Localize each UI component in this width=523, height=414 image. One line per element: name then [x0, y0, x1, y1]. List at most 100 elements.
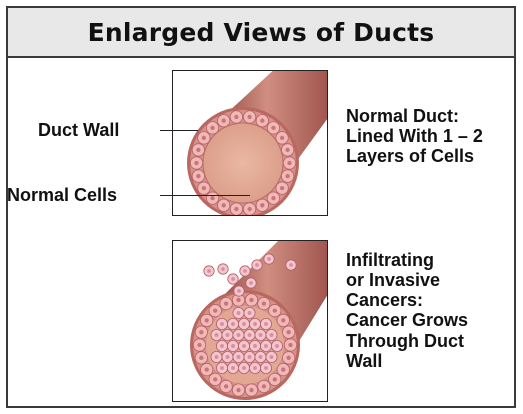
cell-nucleus [247, 207, 251, 211]
cell-nucleus [213, 377, 217, 381]
cell-nucleus [253, 322, 257, 326]
cell-nucleus [202, 136, 206, 140]
cell-nucleus [224, 301, 228, 305]
cell-nucleus [236, 298, 240, 302]
cell-nucleus [270, 355, 274, 359]
cell-nucleus [285, 148, 289, 152]
cell-nucleus [262, 301, 266, 305]
cell-nucleus [196, 148, 200, 152]
cell-nucleus [286, 330, 290, 334]
cell-nucleus [289, 263, 293, 267]
cell-nucleus [281, 367, 285, 371]
cell-nucleus [281, 318, 285, 322]
cell-nucleus [273, 308, 277, 312]
cell-nucleus [231, 366, 235, 370]
cell-nucleus [271, 196, 275, 200]
cell-nucleus [253, 344, 257, 348]
cell-nucleus [262, 384, 266, 388]
normal-cells-leader-line [160, 195, 250, 196]
cell-nucleus [286, 356, 290, 360]
cell-nucleus [220, 344, 224, 348]
cell-nucleus [224, 384, 228, 388]
invasive-cancer-caption: Infiltrating or Invasive Cancers: Cancer… [346, 250, 468, 371]
cell-nucleus [237, 311, 241, 315]
cell-nucleus [280, 186, 284, 190]
caption-line: Infiltrating [346, 250, 468, 270]
cell-nucleus [253, 366, 257, 370]
cell-nucleus [260, 203, 264, 207]
cell-nucleus [260, 119, 264, 123]
duct-lumen [203, 123, 283, 203]
normal-cells-label: Normal Cells [7, 186, 117, 204]
cell-nucleus [205, 318, 209, 322]
cell-nucleus [259, 333, 263, 337]
caption-line: Wall [346, 351, 468, 371]
cell-nucleus [247, 115, 251, 119]
cell-nucleus [270, 333, 274, 337]
cell-nucleus [267, 257, 271, 261]
cell-nucleus [237, 289, 241, 293]
cell-nucleus [231, 344, 235, 348]
duct-wall-leader-line [160, 130, 198, 131]
cell-nucleus [231, 322, 235, 326]
cell-nucleus [231, 277, 235, 281]
cell-nucleus [215, 355, 219, 359]
duct-wall-label: Duct Wall [38, 121, 119, 139]
caption-line: Through Duct [346, 331, 468, 351]
cell-nucleus [273, 377, 277, 381]
cell-nucleus [234, 207, 238, 211]
cell-nucleus [196, 174, 200, 178]
cell-nucleus [205, 367, 209, 371]
cell-nucleus [199, 330, 203, 334]
cell-nucleus [215, 333, 219, 337]
cell-nucleus [248, 355, 252, 359]
cell-nucleus [210, 126, 214, 130]
cell-nucleus [264, 366, 268, 370]
cell-nucleus [194, 161, 198, 165]
cell-nucleus [242, 344, 246, 348]
cell-nucleus [237, 333, 241, 337]
cell-nucleus [236, 388, 240, 392]
cell-nucleus [234, 115, 238, 119]
cell-nucleus [242, 366, 246, 370]
cell-nucleus [237, 355, 241, 359]
cell-nucleus [288, 343, 292, 347]
cell-nucleus [287, 161, 291, 165]
cell-nucleus [220, 322, 224, 326]
cell-nucleus [210, 196, 214, 200]
cell-nucleus [242, 322, 246, 326]
caption-line: Layers of Cells [346, 146, 483, 166]
cell-nucleus [264, 322, 268, 326]
cancer-duct-illustration [172, 240, 328, 402]
normal-duct-caption: Normal Duct: Lined With 1 – 2 Layers of … [346, 106, 483, 166]
cell-nucleus [285, 174, 289, 178]
cell-nucleus [207, 269, 211, 273]
caption-line: Cancers: [346, 290, 468, 310]
cell-nucleus [249, 298, 253, 302]
title-bar: Enlarged Views of Ducts [8, 8, 514, 58]
cell-nucleus [197, 343, 201, 347]
cell-nucleus [249, 281, 253, 285]
cell-nucleus [264, 344, 268, 348]
cell-nucleus [271, 126, 275, 130]
cell-nucleus [248, 311, 252, 315]
caption-line: Normal Duct: [346, 106, 483, 126]
page-title: Enlarged Views of Ducts [88, 18, 435, 47]
cell-nucleus [280, 136, 284, 140]
cell-nucleus [213, 308, 217, 312]
cell-nucleus [222, 203, 226, 207]
cancer-duct-svg [173, 241, 327, 401]
cell-nucleus [202, 186, 206, 190]
cell-nucleus [259, 355, 263, 359]
cell-nucleus [221, 267, 225, 271]
cell-nucleus [220, 366, 224, 370]
cell-nucleus [255, 263, 259, 267]
caption-line: Lined With 1 – 2 [346, 126, 483, 146]
cell-nucleus [226, 333, 230, 337]
cell-nucleus [249, 388, 253, 392]
cell-nucleus [248, 333, 252, 337]
normal-duct-svg [173, 71, 327, 215]
caption-line: Cancer Grows [346, 310, 468, 330]
cell-nucleus [275, 344, 279, 348]
cell-nucleus [243, 269, 247, 273]
